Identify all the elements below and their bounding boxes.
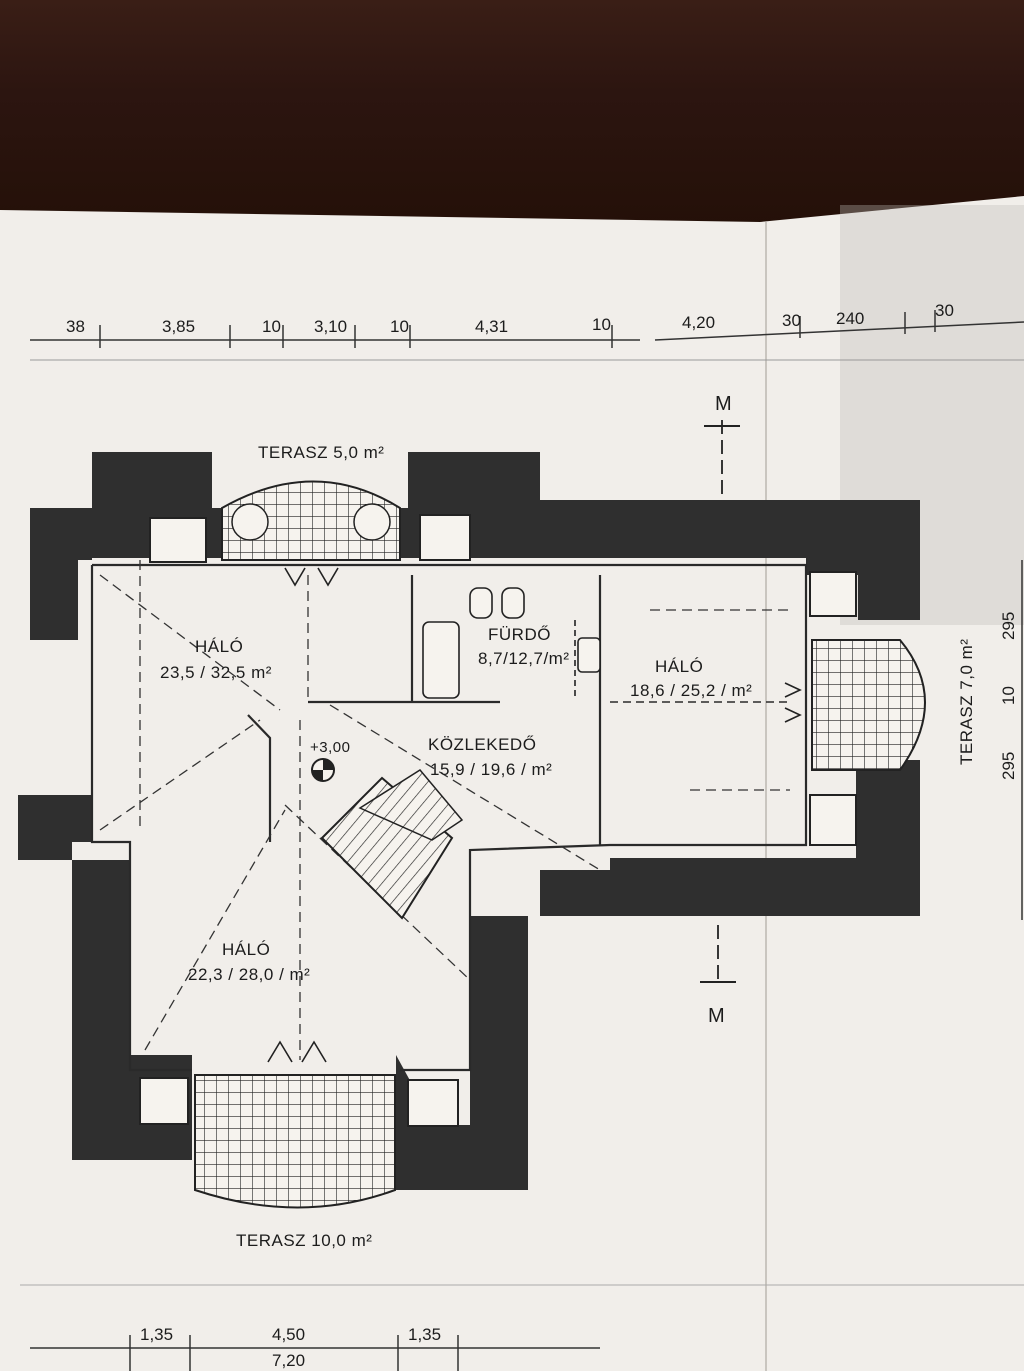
section-marker-label-bottom: M — [708, 1005, 725, 1027]
room-area-furdo: 8,7/12,7/m² — [478, 649, 570, 668]
terrace-label-right: TERASZ 7,0 m² — [957, 639, 976, 765]
dim-top-8: 4,20 — [682, 313, 715, 332]
dim-top-7: 10 — [592, 315, 611, 334]
corner-boxes — [139, 514, 857, 1127]
dim-top-9: 30 — [782, 311, 801, 330]
level-label: +3,00 — [310, 739, 350, 756]
section-marker-label-top: M — [715, 393, 732, 415]
section-marker-bottom: M — [700, 925, 736, 1027]
room-name-kozlekedo: KÖZLEKEDŐ — [428, 735, 536, 754]
bathroom-fixtures — [422, 587, 601, 700]
dim-bottom-total: 7,20 — [272, 1351, 305, 1370]
bottom-dimension-line: 1,35 4,50 1,35 7,20 — [20, 1284, 1024, 1371]
dim-bottom-1: 1,35 — [140, 1325, 173, 1344]
terrace-top — [221, 480, 401, 561]
dim-top-10: 240 — [836, 309, 864, 328]
dim-bottom-2: 4,50 — [272, 1325, 305, 1344]
room-name-furdo: FÜRDŐ — [488, 625, 551, 644]
room-area-halo-e: 18,6 / 25,2 / m² — [630, 681, 752, 700]
dim-top-4: 3,10 — [314, 317, 347, 336]
room-name-halo-nw: HÁLÓ — [195, 637, 243, 656]
room-area-halo-nw: 23,5 / 32,5 m² — [160, 663, 272, 682]
dim-top-3: 10 — [262, 317, 281, 336]
dim-right-1: 295 — [999, 612, 1018, 640]
room-area-kozlekedo: 15,9 / 19,6 / m² — [430, 760, 552, 779]
room-name-halo-e: HÁLÓ — [655, 657, 703, 676]
dim-right-3: 295 — [999, 752, 1018, 780]
dim-bottom-3: 1,35 — [408, 1325, 441, 1344]
dim-top-1: 38 — [66, 317, 85, 336]
terrace-label-bottom: TERASZ 10,0 m² — [236, 1231, 372, 1250]
interior-outline — [90, 563, 808, 1072]
dim-top-5: 10 — [390, 317, 409, 336]
door-marks — [267, 567, 802, 1063]
terrace-label-top: TERASZ 5,0 m² — [258, 443, 384, 462]
dim-top-2: 3,85 — [162, 317, 195, 336]
wood-table-background — [0, 0, 1024, 230]
section-marker-top: M — [704, 393, 740, 560]
dim-top-6: 4,31 — [475, 317, 508, 336]
level-marker: +3,00 — [310, 739, 350, 782]
dim-top-11: 30 — [935, 301, 954, 320]
terrace-right — [811, 639, 926, 771]
top-dimension-line: 38 3,85 10 3,10 10 4,31 10 4,20 30 240 3… — [30, 301, 1024, 361]
dim-right-2: 10 — [999, 686, 1018, 705]
room-name-halo-sw: HÁLÓ — [222, 940, 270, 959]
bathtub — [422, 621, 460, 699]
terrace-bottom — [194, 1074, 396, 1209]
room-area-halo-sw: 22,3 / 28,0 / m² — [188, 965, 310, 984]
staircase — [320, 769, 464, 920]
right-dimension-line: 295 10 295 — [999, 560, 1023, 920]
roof-slope-lines — [99, 560, 790, 1060]
